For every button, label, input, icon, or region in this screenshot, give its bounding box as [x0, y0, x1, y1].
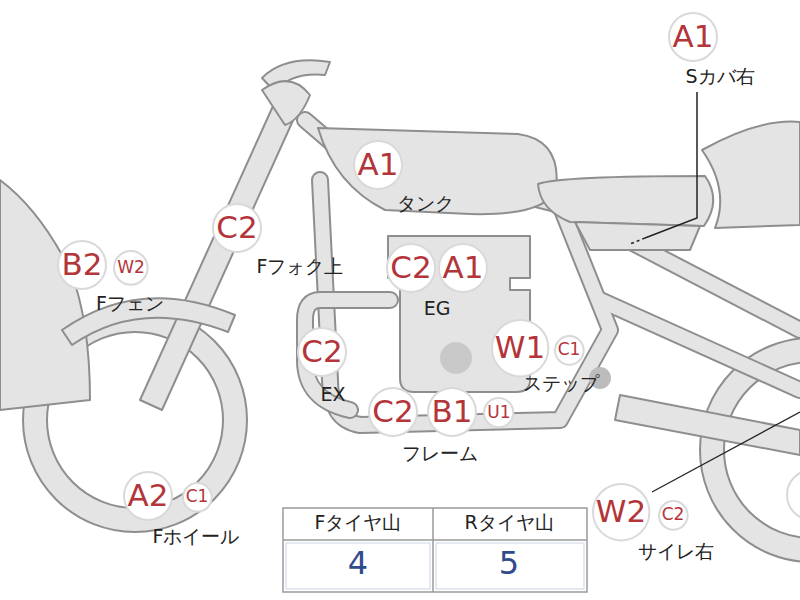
callout-circle: C2 — [386, 243, 436, 293]
callout-circle: C2 — [368, 387, 418, 437]
callout-circle: A1 — [438, 243, 488, 293]
grade-code: A1 — [358, 149, 399, 180]
part-name: Fホイール — [153, 526, 240, 547]
part-name: Sカバ右 — [685, 66, 754, 87]
callout-circle: C2 — [212, 203, 262, 253]
grade-code: C2 — [372, 396, 413, 427]
grade-code: C2 — [390, 252, 431, 283]
front-cowl — [0, 180, 90, 410]
callout-circle: B2 — [57, 240, 107, 290]
frame — [305, 120, 800, 425]
table-value: 5 — [499, 546, 519, 581]
table-value: 4 — [348, 546, 368, 581]
grade-code: C2 — [662, 506, 685, 523]
grade-code: B2 — [62, 249, 103, 280]
front-fork — [140, 95, 300, 410]
part-name: サイレ右 — [638, 541, 714, 562]
table-header: Fタイヤ山 — [315, 512, 402, 533]
engine-cover — [440, 342, 472, 374]
grade-code: A1 — [673, 21, 714, 52]
callout-circle: U1 — [483, 397, 514, 428]
grade-code: W2 — [596, 496, 646, 527]
callout-circle: A1 — [668, 12, 718, 62]
callout-circle: C2 — [658, 500, 689, 531]
part-name: フレーム — [402, 443, 478, 464]
grade-code: A2 — [128, 480, 169, 511]
callout-circle: W1 — [491, 319, 549, 377]
tail-cowl — [702, 122, 800, 228]
callout-circle: W2 — [592, 483, 650, 541]
grade-code: C1 — [186, 488, 209, 505]
side-cover — [575, 222, 700, 250]
callout-circle: A2 — [123, 471, 173, 521]
fuel-tank — [318, 128, 557, 214]
grade-code: C1 — [558, 341, 581, 358]
callout-circle: W2 — [113, 250, 149, 286]
part-name: タンク — [397, 193, 454, 214]
leader-line — [645, 92, 697, 238]
leader-line — [630, 238, 645, 244]
tread-table — [283, 508, 587, 592]
grade-code: W1 — [495, 332, 545, 363]
grade-code: B1 — [432, 396, 473, 427]
grade-code: A1 — [443, 252, 484, 283]
callout-circle — [787, 470, 800, 520]
callout-circle: C1 — [182, 482, 213, 513]
callout-circle: B1 — [427, 387, 477, 437]
muffler — [615, 395, 800, 455]
part-name: Fフォク上 — [257, 256, 344, 277]
part-name: EG — [424, 298, 451, 319]
part-name: Fフェン — [96, 293, 164, 314]
callout-circle: C1 — [554, 335, 585, 366]
part-name: ステップ — [523, 373, 599, 394]
table-header: Rタイヤ山 — [464, 512, 553, 533]
headlight — [262, 81, 310, 125]
callout-circle: C2 — [297, 327, 347, 377]
leader-line — [652, 412, 800, 492]
callout-circle: A1 — [353, 140, 403, 190]
grade-code: C2 — [216, 212, 257, 243]
seat — [538, 176, 713, 226]
part-name: EX — [320, 384, 345, 405]
grade-code: U1 — [487, 404, 510, 421]
grade-code: C2 — [301, 336, 342, 367]
grade-code: W2 — [117, 259, 145, 276]
